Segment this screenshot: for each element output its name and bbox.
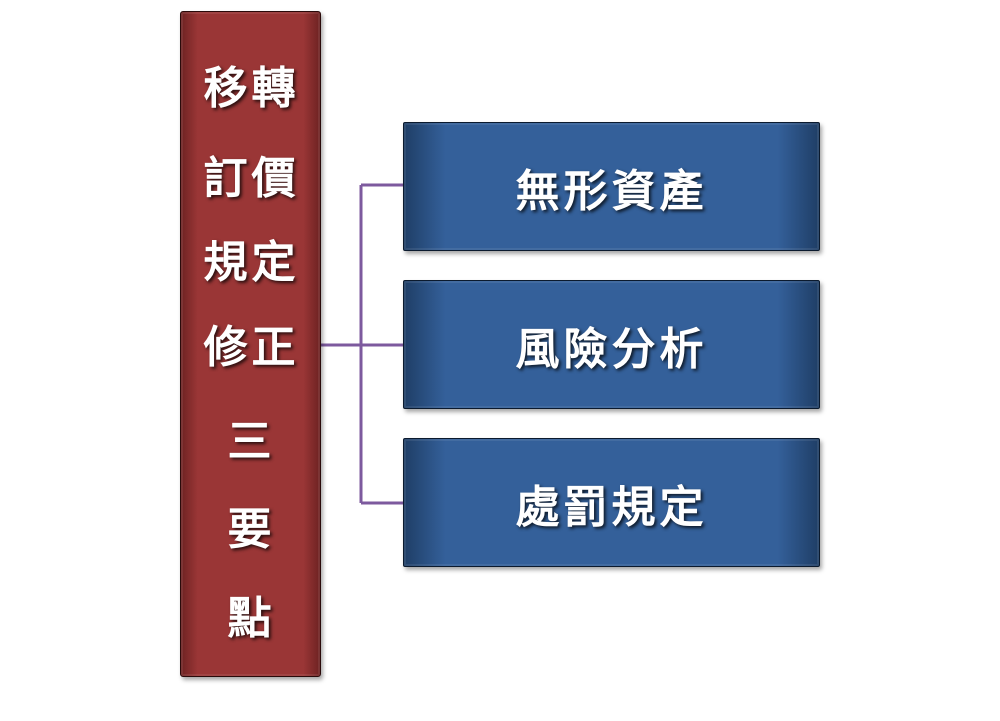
- child-node-label: 無形資產: [515, 165, 708, 217]
- root-line-1: 移轉: [203, 63, 300, 114]
- root-line-7: 點: [227, 593, 276, 644]
- root-line-4: 修正: [203, 322, 300, 373]
- root-node: 移轉 訂價 規定 修正 三 要 點: [180, 11, 321, 677]
- child-node-risk-analysis: 風險分析: [403, 280, 820, 409]
- child-node-label: 處罰規定: [515, 481, 708, 533]
- root-line-5: 三: [227, 416, 276, 467]
- child-node-intangible-assets: 無形資產: [403, 122, 820, 251]
- root-line-6: 要: [227, 504, 276, 555]
- child-node-label: 風險分析: [515, 323, 708, 375]
- root-line-2: 訂價: [203, 153, 300, 204]
- root-line-3: 規定: [203, 237, 300, 288]
- child-node-penalty-rules: 處罰規定: [403, 438, 820, 567]
